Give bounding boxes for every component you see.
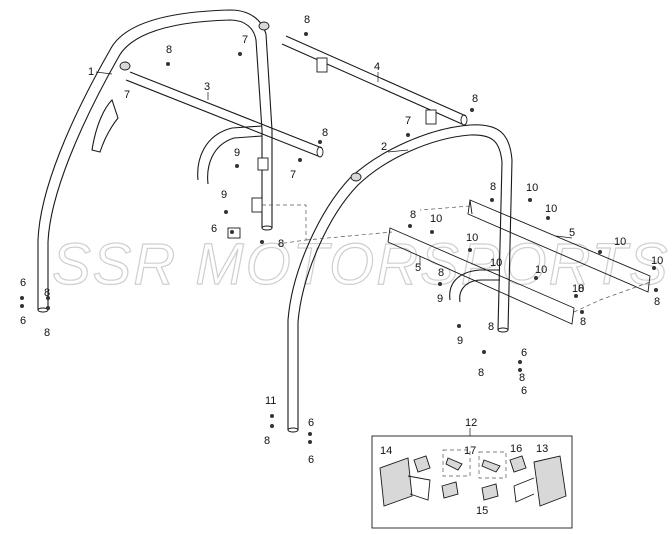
callout-8: 8 <box>278 238 284 250</box>
callout-3: 3 <box>204 81 210 93</box>
callout-10: 10 <box>651 255 663 267</box>
callout-9: 9 <box>221 189 227 201</box>
callout-8: 8 <box>304 14 310 26</box>
callout-8: 8 <box>166 44 172 56</box>
callout-13: 13 <box>536 443 548 455</box>
callout-10: 10 <box>430 213 442 225</box>
callout-8: 8 <box>578 283 584 295</box>
callout-8: 8 <box>410 209 416 221</box>
callout-8: 8 <box>264 435 270 447</box>
callout-11: 11 <box>265 395 276 407</box>
mirror-mount-parts <box>413 455 527 501</box>
mirror-left <box>379 457 431 507</box>
callout-7: 7 <box>124 89 130 101</box>
callout-15: 15 <box>476 505 488 517</box>
callout-6: 6 <box>20 315 26 327</box>
callout-8: 8 <box>44 287 50 299</box>
callout-5-right: 5 <box>569 227 575 239</box>
callout-10: 10 <box>614 236 626 248</box>
callout-7: 7 <box>405 115 411 127</box>
cross-bar-3 <box>125 71 324 158</box>
leader-lines <box>95 71 573 266</box>
callout-10: 10 <box>490 257 502 269</box>
callout-16: 16 <box>510 443 522 455</box>
callout-6: 6 <box>308 454 314 466</box>
callout-8: 8 <box>478 367 484 379</box>
callout-14: 14 <box>380 445 392 457</box>
rear-roll-bar <box>287 124 513 433</box>
callout-9: 9 <box>437 293 443 305</box>
callout-8: 8 <box>519 372 525 384</box>
support-bar-5-right <box>467 199 651 293</box>
callout-6: 6 <box>308 417 314 429</box>
support-bar-5-left <box>387 227 575 325</box>
callout-8: 8 <box>44 327 50 339</box>
callout-8: 8 <box>654 296 660 308</box>
callout-8: 8 <box>580 316 586 328</box>
callout-10: 10 <box>466 232 478 244</box>
callout-2: 2 <box>381 141 387 153</box>
mirror-right <box>513 455 567 507</box>
callout-10: 10 <box>572 283 584 295</box>
callout-7: 7 <box>290 169 296 181</box>
callout-8: 8 <box>488 321 494 333</box>
callout-7: 7 <box>242 34 248 46</box>
callout-8: 8 <box>438 267 444 279</box>
callout-12: 12 <box>465 417 477 429</box>
callout-4: 4 <box>374 61 380 73</box>
callout-10: 10 <box>535 264 547 276</box>
callout-9: 9 <box>234 147 240 159</box>
callout-1: 1 <box>88 66 94 78</box>
callout-8: 8 <box>322 127 328 139</box>
callout-6: 6 <box>20 277 26 289</box>
callout-6: 6 <box>521 347 527 359</box>
callout-5-left: 5 <box>415 262 421 274</box>
mirror-kit-inset <box>371 428 573 529</box>
alignment-lines <box>262 204 651 313</box>
callout-10: 10 <box>545 203 557 215</box>
fasteners <box>20 32 658 444</box>
watermark-text: SSR MOTORSPORTS <box>52 232 670 297</box>
callout-labels: 1 2 3 4 5 5 6 6 6 6 6 6 6 7 7 7 7 8 8 8 … <box>20 14 663 517</box>
cross-bar-4 <box>281 35 468 126</box>
callout-9: 9 <box>457 335 463 347</box>
front-roll-bar <box>37 9 273 313</box>
callout-17: 17 <box>464 445 476 457</box>
callout-8: 8 <box>472 93 478 105</box>
callout-6: 6 <box>521 385 527 397</box>
callout-6: 6 <box>211 223 217 235</box>
callout-8: 8 <box>490 181 496 193</box>
callout-10: 10 <box>526 182 538 194</box>
